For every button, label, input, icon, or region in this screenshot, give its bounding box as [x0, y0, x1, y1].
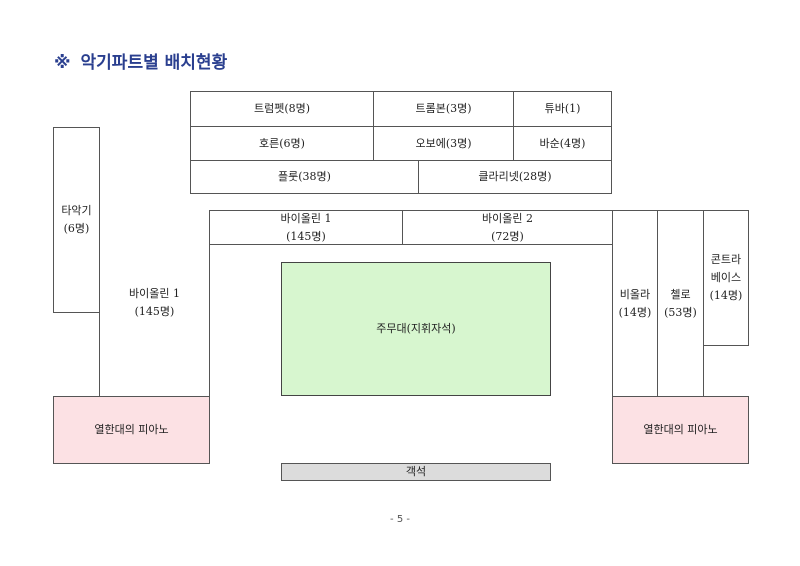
audience-box: 객석: [281, 463, 551, 481]
trombone-box: 트롬본(3명): [373, 91, 514, 127]
trumpet-box: 트럼펫(8명): [190, 91, 374, 127]
violin1-top-label: 바이올린 1 (145명): [280, 211, 332, 243]
percussion-label: 타악기 (6명): [61, 204, 92, 235]
bassoon-label: 바순(4명): [539, 136, 586, 150]
cello-box: 첼로 (53명): [657, 210, 704, 397]
cello-label: 첼로 (53명): [664, 287, 697, 319]
page-title-text: 악기파트별 배치현황: [80, 53, 228, 73]
clarinet-label: 클라리넷(28명): [478, 170, 552, 183]
page-number: - 5 -: [390, 514, 410, 525]
oboe-label: 오보에(3명): [415, 136, 472, 150]
violin1-top-box: 바이올린 1 (145명): [209, 210, 403, 245]
violin1-left-box: 바이올린 1 (145명): [99, 210, 210, 397]
tuba-box: 튜바(1): [513, 91, 612, 127]
trombone-label: 트롬본(3명): [415, 102, 472, 115]
percussion-box: 타악기 (6명): [53, 127, 100, 313]
horn-label: 호른(6명): [259, 136, 305, 150]
horn-box: 호른(6명): [190, 126, 374, 161]
reference-mark: ※: [54, 53, 71, 73]
page-title: ※ 악기파트별 배치현황: [54, 48, 227, 73]
violin2-top-label: 바이올린 2 (72명): [482, 211, 533, 243]
violin1-left-label: 바이올린 1 (145명): [129, 287, 180, 318]
oboe-box: 오보에(3명): [373, 126, 514, 161]
bassoon-box: 바순(4명): [513, 126, 612, 161]
clarinet-box: 클라리넷(28명): [418, 160, 612, 194]
viola-box: 비올라 (14명): [612, 210, 658, 397]
main-stage-label: 주무대(지휘자석): [376, 322, 456, 335]
violin2-top-box: 바이올린 2 (72명): [402, 210, 613, 245]
contrabass-label: 콘트라 베이스 (14명): [709, 253, 743, 302]
piano-left-box: 열한대의 피아노: [53, 396, 210, 464]
flute-label: 플룻(38명): [278, 170, 331, 183]
tuba-label: 튜바(1): [544, 102, 581, 115]
trumpet-label: 트럼펫(8명): [253, 102, 311, 115]
piano-right-box: 열한대의 피아노: [612, 396, 749, 464]
piano-left-label: 열한대의 피아노: [94, 423, 169, 436]
piano-right-label: 열한대의 피아노: [643, 423, 718, 436]
audience-label: 객석: [405, 465, 427, 478]
viola-label: 비올라 (14명): [618, 287, 652, 319]
flute-box: 플룻(38명): [190, 160, 419, 194]
main-stage: 주무대(지휘자석): [281, 262, 551, 396]
contrabass-box: 콘트라 베이스 (14명): [703, 210, 749, 346]
